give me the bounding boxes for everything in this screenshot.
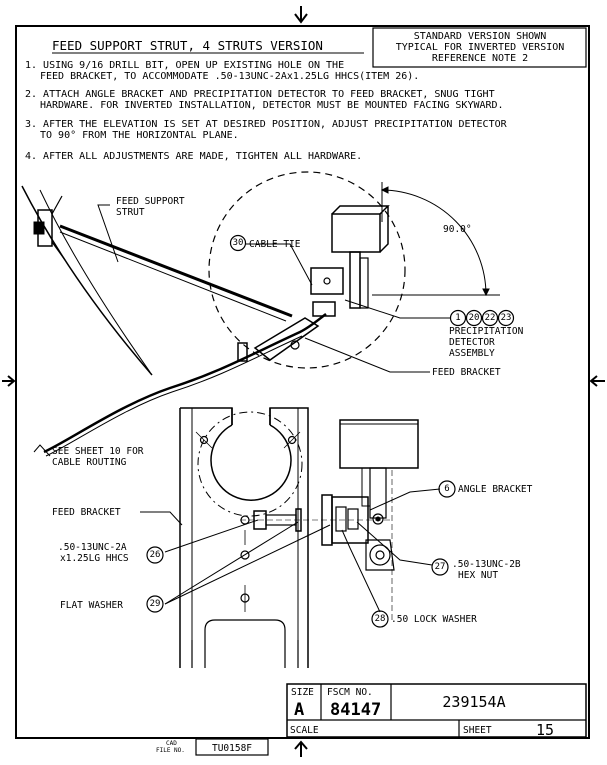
sheet-border [15,25,590,739]
bubble-20 [465,309,483,327]
note-1-cont: FEED BRACKET, TO ACCOMMODATE .50-13UNC-2… [40,71,419,82]
detector-head [339,419,419,469]
center-mark-bottom [294,740,308,757]
bubble-29 [146,595,164,613]
bubble-30 [229,234,247,252]
center-mark-right [589,375,605,387]
label-hex-nut-1: .50-13UNC-2B [452,559,521,570]
label-precip-1: PRECIPITATION [449,326,524,337]
label-see-sheet-1: SEE SHEET 10 FOR [52,446,144,457]
label-hhcs-2: x1.25LG HHCS [60,553,129,564]
version-box [372,27,587,68]
label-flat-washer: FLAT WASHER [60,600,123,611]
lower-detail-view [140,407,441,668]
cad-box [195,738,269,756]
bubble-28-text: 28 [375,614,386,624]
note-2: 2. ATTACH ANGLE BRACKET AND PRECIPITATIO… [25,89,495,100]
version-line-3: REFERENCE NOTE 2 [432,53,528,64]
label-angle-90: 90.0° [443,224,472,235]
feed-bracket [253,317,320,361]
bubble-23 [497,309,515,327]
label-lock-washer: .50 LOCK WASHER [391,614,477,625]
label-precip-2: DETECTOR [449,337,495,348]
detector-body [331,213,381,253]
center-mark-top [294,6,308,24]
upper-assembly-view [21,171,500,457]
version-line-1: STANDARD VERSION SHOWN [414,31,546,42]
bubble-22 [481,309,499,327]
label-feed-support-strut-1: FEED SUPPORT [116,196,185,207]
bubble-26 [146,546,164,564]
bubble-20-text: 20 [469,313,480,323]
bubble-1 [449,309,467,327]
lock-washer [335,506,347,532]
label-hhcs-1: .50-13UNC-2A [58,542,127,553]
tb-fscm-value: 84147 [330,700,381,720]
label-precip-3: ASSEMBLY [449,348,495,359]
feed-horn [33,195,66,261]
tb-drawing-number: 239154A [442,693,505,711]
bubble-26-text: 26 [150,550,161,560]
label-feed-support-strut-2: STRUT [116,207,145,218]
bubble-6 [438,480,456,498]
version-line-2: TYPICAL FOR INVERTED VERSION [396,42,565,53]
bubble-1-text: 1 [455,313,460,323]
drawing-title: FEED SUPPORT STRUT, 4 STRUTS VERSION [52,38,323,53]
title-block [286,683,587,738]
bubble-23-text: 23 [501,313,512,323]
bubble-27-text: 27 [435,562,446,572]
label-angle-bracket: ANGLE BRACKET [458,484,533,495]
label-feed-bracket-top: FEED BRACKET [432,367,501,378]
note-3: 3. AFTER THE ELEVATION IS SET AT DESIRED… [25,119,508,130]
label-feed-bracket-left: FEED BRACKET [52,507,121,518]
tb-size-label: SIZE [291,687,314,698]
bubble-27 [431,558,449,576]
tb-size-value: A [294,700,304,720]
center-mark-left [2,375,16,387]
note-2-cont: HARDWARE. FOR INVERTED INSTALLATION, DET… [40,100,504,111]
tb-sheet-value: 15 [536,721,554,739]
tb-fscm-label: FSCM NO. [327,687,373,698]
bubble-28 [371,610,389,628]
bubble-22-text: 22 [485,313,496,323]
cad-label-1: CAD [166,740,177,747]
note-1: 1. USING 9/16 DRILL BIT, OPEN UP EXISTIN… [25,60,344,71]
tb-scale-label: SCALE [290,725,319,736]
hex-nut [347,508,359,530]
label-see-sheet-2: CABLE ROUTING [52,457,127,468]
bubble-29-text: 29 [150,599,161,609]
note-4: 4. AFTER ALL ADJUSTMENTS ARE MADE, TIGHT… [25,151,362,162]
bubble-6-text: 6 [444,484,449,494]
label-hex-nut-2: HEX NUT [458,570,498,581]
bubble-30-text: 30 [233,238,244,248]
cad-file-number: TU0158F [212,743,252,754]
label-cable-tie: CABLE TIE [249,239,301,250]
cable-tie [237,342,248,362]
cad-label-2: FILE NO. [156,747,185,754]
tb-sheet-label: SHEET [463,725,492,736]
note-3-cont: TO 90° FROM THE HORIZONTAL PLANE. [40,130,239,141]
